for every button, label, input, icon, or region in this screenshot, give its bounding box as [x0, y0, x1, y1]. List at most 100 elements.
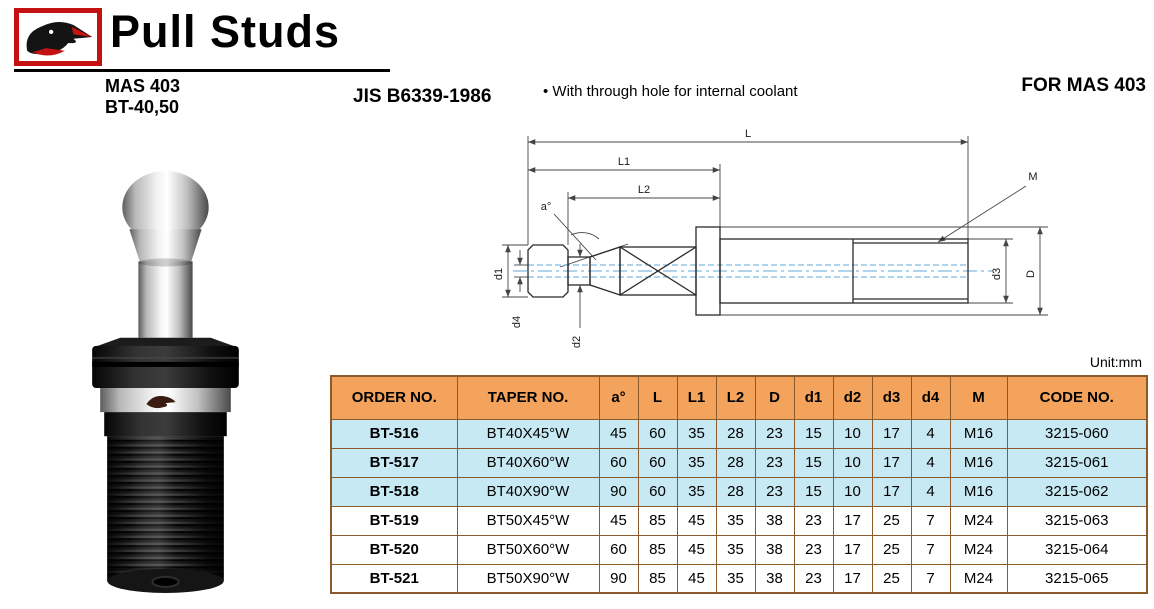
table-cell: 10	[832, 418, 873, 449]
table-cell: 23	[793, 534, 834, 565]
for-mas-label: FOR MAS 403	[1021, 75, 1146, 96]
table-cell: 60	[637, 418, 678, 449]
dim-label-L2: L2	[638, 184, 650, 196]
table-cell: 17	[871, 418, 912, 449]
table-cell: 60	[598, 534, 639, 565]
title-divider	[14, 69, 390, 72]
order-no-cell: BT-519	[330, 505, 458, 536]
table-cell: 17	[871, 476, 912, 507]
table-cell: 38	[754, 505, 795, 536]
order-no-cell: BT-517	[330, 447, 458, 478]
col-header-D: D	[754, 375, 795, 420]
table-cell: 38	[754, 563, 795, 594]
table-cell: 23	[793, 563, 834, 594]
spec-table-head: ORDER NO. TAPER NO. a° L L1 L2 D d1 d2 d…	[330, 375, 1148, 420]
table-cell: 4	[910, 447, 951, 478]
dim-label-d3: d3	[991, 268, 1003, 280]
table-cell: 35	[676, 418, 717, 449]
table-cell: 15	[793, 447, 834, 478]
table-cell: 85	[637, 534, 678, 565]
table-cell: BT50X60°W	[456, 534, 600, 565]
table-cell: 3215-065	[1006, 563, 1148, 594]
header-row: ORDER NO. TAPER NO. a° L L1 L2 D d1 d2 d…	[330, 375, 1148, 420]
table-cell: 15	[793, 418, 834, 449]
table-cell: 3215-062	[1006, 476, 1148, 507]
order-no-cell: BT-516	[330, 418, 458, 449]
table-cell: 3215-061	[1006, 447, 1148, 478]
order-no-cell: BT-520	[330, 534, 458, 565]
model-line-2: BT-40,50	[105, 97, 180, 117]
part-outline	[527, 226, 969, 316]
model-line-1: MAS 403	[105, 76, 181, 96]
table-cell: 4	[910, 476, 951, 507]
col-header-order-no: ORDER NO.	[330, 375, 458, 420]
col-header-M: M	[949, 375, 1008, 420]
table-cell: 23	[793, 505, 834, 536]
page-title: Pull Studs	[110, 6, 341, 57]
col-header-a: a°	[598, 375, 639, 420]
table-cell: 17	[871, 447, 912, 478]
table-cell: 35	[715, 534, 756, 565]
table-cell: M16	[949, 476, 1008, 507]
table-cell: 3215-064	[1006, 534, 1148, 565]
table-cell: 17	[832, 534, 873, 565]
table-cell: M24	[949, 505, 1008, 536]
table-cell: 3215-060	[1006, 418, 1148, 449]
tech-diagram: L L1 L2 a° M d1 d4 d2 d3 D	[468, 116, 1152, 364]
col-header-d2: d2	[832, 375, 873, 420]
table-cell: 28	[715, 447, 756, 478]
dim-label-M: M	[1028, 171, 1037, 183]
table-cell: 17	[832, 563, 873, 594]
col-header-d4: d4	[910, 375, 951, 420]
product-photo	[48, 163, 288, 605]
table-cell: 45	[676, 505, 717, 536]
table-cell: 60	[598, 447, 639, 478]
brand-logo	[14, 8, 102, 66]
centerline	[513, 264, 993, 278]
table-cell: 25	[871, 505, 912, 536]
model-block: MAS 403 BT-40,50	[105, 76, 180, 118]
table-cell: 45	[676, 563, 717, 594]
order-no-cell: BT-518	[330, 476, 458, 507]
table-cell: 38	[754, 534, 795, 565]
col-header-d1: d1	[793, 375, 834, 420]
table-cell: M16	[949, 418, 1008, 449]
table-cell: 15	[793, 476, 834, 507]
table-cell: 23	[754, 447, 795, 478]
table-cell: 45	[598, 418, 639, 449]
table-cell: 4	[910, 418, 951, 449]
table-cell: 28	[715, 476, 756, 507]
table-cell: 45	[598, 505, 639, 536]
unit-label: Unit:mm	[1089, 354, 1142, 370]
table-cell: BT50X90°W	[456, 563, 600, 594]
dim-label-L: L	[745, 128, 751, 140]
pull-stud-photo	[92, 171, 239, 593]
table-cell: 7	[910, 534, 951, 565]
brand-eagle-icon	[26, 21, 93, 56]
coolant-note: • With through hole for internal coolant	[543, 83, 798, 100]
table-cell: 23	[754, 476, 795, 507]
dim-label-L1: L1	[618, 156, 630, 168]
table-cell: 7	[910, 505, 951, 536]
table-cell: 90	[598, 476, 639, 507]
col-header-L: L	[637, 375, 678, 420]
table-cell: 35	[715, 505, 756, 536]
order-no-cell: BT-521	[330, 563, 458, 594]
table-cell: 23	[754, 418, 795, 449]
table-cell: 60	[637, 447, 678, 478]
table-cell: BT40X60°W	[456, 447, 600, 478]
table-cell: 35	[676, 447, 717, 478]
table-cell: 3215-063	[1006, 505, 1148, 536]
spec-table: ORDER NO. TAPER NO. a° L L1 L2 D d1 d2 d…	[330, 375, 1148, 594]
table-cell: 35	[676, 476, 717, 507]
table-cell: 7	[910, 563, 951, 594]
dim-label-d4: d4	[511, 316, 523, 328]
col-header-L2: L2	[715, 375, 756, 420]
